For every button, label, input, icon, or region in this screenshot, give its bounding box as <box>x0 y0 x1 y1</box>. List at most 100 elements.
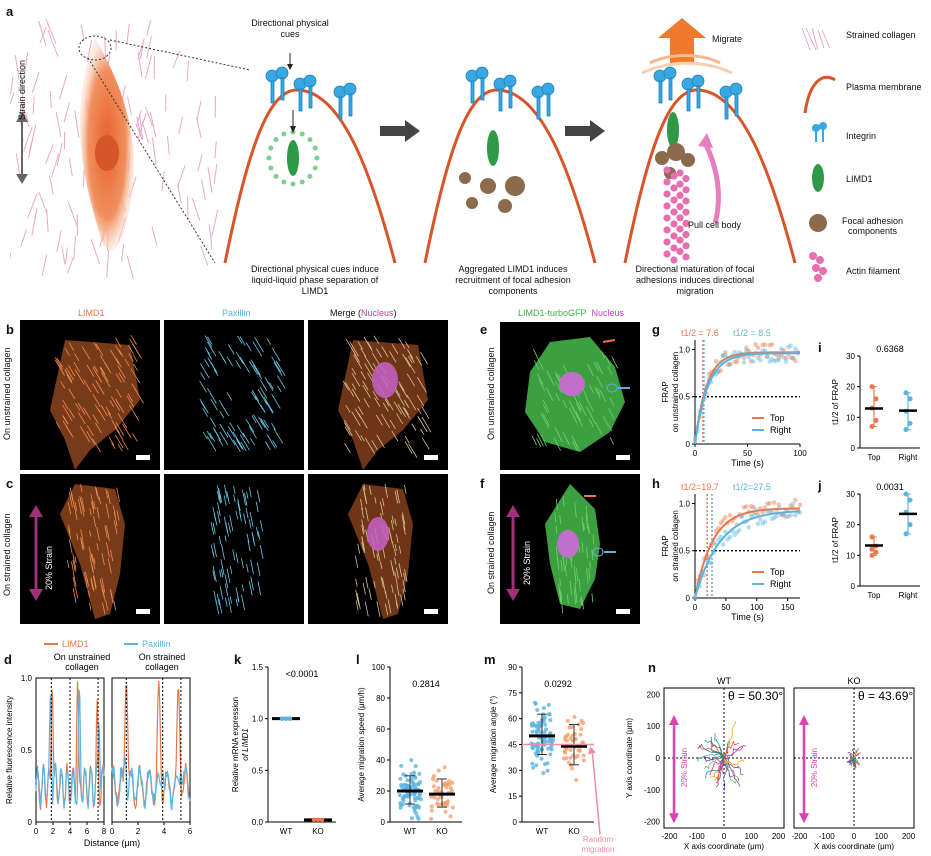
ytick: 1.0 <box>679 345 691 354</box>
ytick: 0.5 <box>252 766 264 775</box>
ytick: 20 <box>846 521 855 530</box>
frap-point <box>776 354 782 360</box>
ytick: 200 <box>647 690 661 699</box>
data-point <box>534 763 539 768</box>
panel-n-letter: n <box>648 660 656 675</box>
data-point <box>869 552 875 558</box>
data-point <box>431 784 436 789</box>
data-point <box>405 783 410 788</box>
xtick: -200 <box>661 832 678 841</box>
svg-text:collagen: collagen <box>65 662 99 672</box>
trajectory <box>723 757 740 783</box>
frap-point <box>741 355 747 360</box>
y-axis-label: t1/2 of FRAP <box>831 379 840 425</box>
ytick: 1.5 <box>252 663 264 672</box>
data-point <box>403 794 408 799</box>
frap-point <box>713 358 719 364</box>
frap-point <box>718 368 723 373</box>
micrograph-merge-strained <box>308 474 448 624</box>
row-strained-f: On strained collagen <box>486 511 496 594</box>
xtick: 8 <box>102 827 107 836</box>
data-point <box>410 779 415 784</box>
data-point <box>444 785 449 790</box>
strain-label-c: 20% Strain <box>44 545 54 590</box>
y-axis-label: FRAPon strained collagen <box>661 510 680 582</box>
data-point <box>569 766 574 771</box>
micrograph-gfp-strained <box>500 474 640 624</box>
data-point <box>416 805 421 810</box>
trajectory <box>719 757 725 775</box>
trajectory <box>704 756 725 770</box>
caption-step1: Directional physical cues induce liquid-… <box>250 264 380 296</box>
frap-point <box>751 504 756 510</box>
xtick: 0 <box>34 827 39 836</box>
data-point <box>542 740 547 745</box>
data-point <box>283 716 289 721</box>
data-point <box>907 522 913 528</box>
ytick: 10 <box>846 413 855 422</box>
data-point <box>416 816 421 821</box>
data-point <box>445 781 450 786</box>
random-migration-label: Random <box>583 835 614 844</box>
ytick: 0 <box>686 440 691 449</box>
trajectory <box>723 757 745 765</box>
data-point <box>543 722 548 727</box>
frap-point <box>776 357 782 363</box>
data-point <box>562 756 567 761</box>
y-axis-label: Y axis coordinate (μm) <box>625 718 634 798</box>
category-label: WT <box>280 827 293 836</box>
micrograph-limd1-strained <box>20 474 160 624</box>
frap-point <box>790 355 796 361</box>
data-point <box>562 750 567 755</box>
frap-point <box>727 361 733 367</box>
y-axis-label: Relative fluorescence intensity <box>5 696 14 804</box>
category-label: KO <box>568 827 580 836</box>
panel-f-letter: f <box>480 476 485 491</box>
data-point <box>535 708 540 713</box>
xtick: -200 <box>791 832 808 841</box>
data-point <box>548 752 553 757</box>
y-axis-label: Relative mRNA expressionof LIMD1 <box>231 697 250 792</box>
t-half-top: t1/2 = 7.6 <box>681 328 719 338</box>
data-point <box>398 803 403 808</box>
data-point <box>441 801 446 806</box>
data-point <box>580 740 585 745</box>
t-half-top: t1/2=19.7 <box>681 482 719 492</box>
trajectory <box>709 757 725 776</box>
data-point <box>412 770 417 775</box>
frap-point <box>737 350 742 355</box>
data-point <box>412 774 417 779</box>
frap-point <box>788 343 793 349</box>
frap-point <box>732 532 737 538</box>
data-point <box>429 804 434 809</box>
category-label: Right <box>899 591 918 600</box>
category-label: KO <box>436 827 448 836</box>
frap-point <box>767 359 772 364</box>
trajectory <box>723 745 746 759</box>
data-point <box>569 725 574 730</box>
frap-point <box>772 358 777 364</box>
category-label: WT <box>404 827 417 836</box>
trajectory <box>723 740 729 759</box>
frap-point <box>748 504 754 509</box>
data-point <box>544 727 549 732</box>
frap-point <box>781 347 786 353</box>
micrograph-merge-unstrained <box>308 320 448 470</box>
data-point <box>431 774 436 779</box>
xtick: 200 <box>772 832 786 841</box>
data-point <box>541 705 546 710</box>
legend-focal-adhesion: Focal adhesion components <box>841 216 904 236</box>
ytick: 45 <box>508 741 517 750</box>
frap-point <box>755 355 761 360</box>
data-point <box>279 716 285 721</box>
data-point <box>537 723 542 728</box>
ytick: 90 <box>508 663 517 672</box>
ytick: 0 <box>851 582 856 591</box>
data-point <box>542 715 547 720</box>
frap-point <box>720 353 726 358</box>
data-point <box>545 761 550 766</box>
frap-point <box>797 502 803 508</box>
data-point <box>405 778 410 783</box>
